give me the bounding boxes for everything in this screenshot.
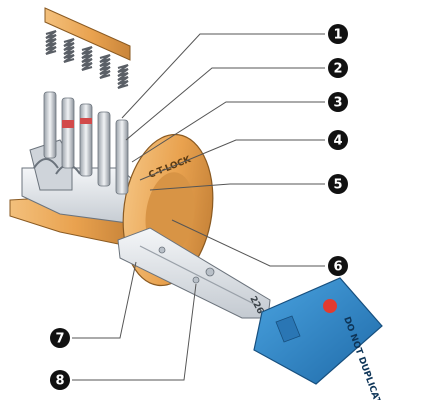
leader-line-6 <box>171 219 325 267</box>
callout-6: 6 <box>328 256 348 276</box>
key-head <box>253 277 383 385</box>
callout-2: 2 <box>328 58 348 78</box>
spring-2 <box>63 38 75 63</box>
pin-red-accent <box>62 120 74 128</box>
key: 226 DO NOT DUPLICATE <box>117 227 384 400</box>
callout-7: 7 <box>50 328 70 348</box>
callout-6-label: 6 <box>333 260 342 275</box>
callout-1: 1 <box>328 24 348 44</box>
callout-3-label: 3 <box>333 96 342 111</box>
callout-8: 8 <box>50 370 70 390</box>
callout-4: 4 <box>328 130 348 150</box>
leader-line-2 <box>125 67 325 141</box>
spring-4 <box>99 54 111 79</box>
pin-4 <box>97 111 111 187</box>
callout-1-label: 1 <box>333 28 342 43</box>
pin-5 <box>115 119 129 195</box>
leader-line-3 <box>131 101 325 163</box>
leader-line-1 <box>121 33 325 119</box>
pin-2 <box>61 97 75 169</box>
pin-1 <box>43 91 57 159</box>
leader-lines <box>72 33 325 381</box>
callout-4-label: 4 <box>333 134 342 149</box>
key-head-red-dot <box>323 299 337 313</box>
pin-red-accent-2 <box>80 118 92 124</box>
callout-7-label: 7 <box>55 332 64 347</box>
spring-1 <box>45 30 57 55</box>
spring-5 <box>117 64 129 89</box>
callout-5-label: 5 <box>333 178 342 193</box>
callout-5: 5 <box>328 174 348 194</box>
leader-line-4 <box>139 139 325 181</box>
spring-3 <box>81 46 93 71</box>
leader-line-5 <box>149 183 325 191</box>
callout-8-label: 8 <box>55 374 64 389</box>
leader-line-8 <box>72 283 197 381</box>
callout-3: 3 <box>328 92 348 112</box>
pin-stack <box>43 30 129 195</box>
pin-3 <box>79 103 93 177</box>
leader-line-7 <box>72 261 137 339</box>
callout-2-label: 2 <box>333 62 342 77</box>
